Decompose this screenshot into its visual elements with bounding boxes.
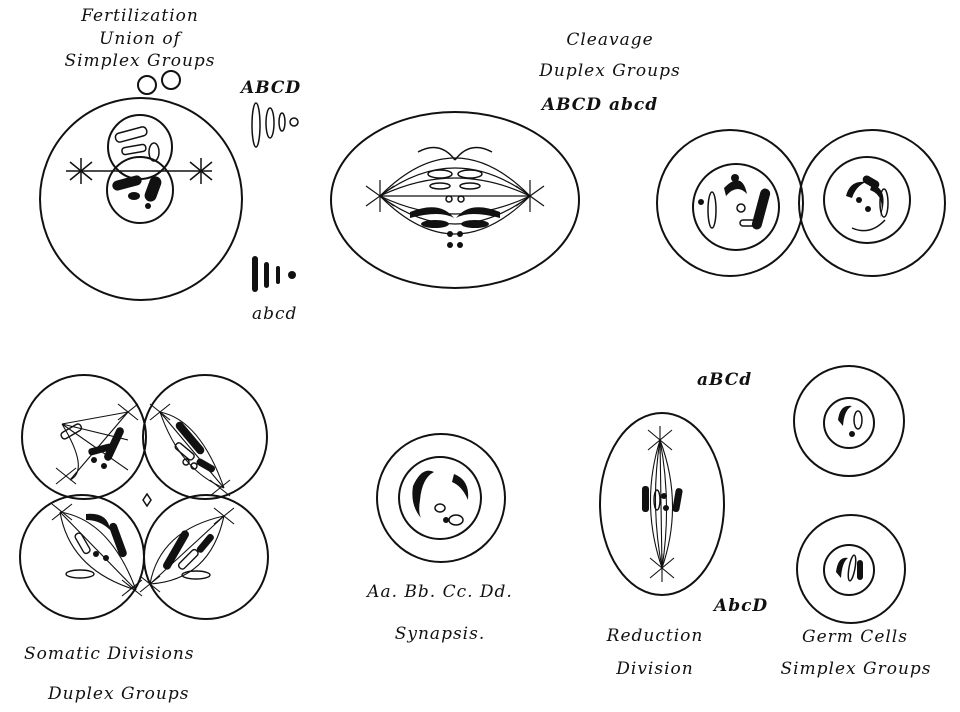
polar-body [137,75,157,95]
synapsis-gene-pairs: Aa. Bb. Cc. Dd. [367,582,513,602]
two-cell-stage [656,129,946,277]
germ-cells-subtitle: Simplex Groups [780,659,932,679]
female-pronucleus [106,156,174,224]
fertilization-subtitle-2: Simplex Groups [64,51,216,71]
reduction-lower-gene-set: AbcD [714,596,769,616]
cleavage-gene-sets: ABCD abcd [541,95,659,115]
aster [69,158,213,184]
germ-cell-upper [793,365,905,477]
reduction-title: Reduction [606,626,704,646]
cleavage-cell [330,111,580,289]
somatic-title: Somatic Divisions [24,644,195,664]
germ-cells-title: Germ Cells [802,627,908,647]
cleavage-title: Cleavage [566,30,654,50]
synapsis-title: Synapsis. [394,624,486,644]
cleavage-subtitle: Duplex Groups [539,61,681,81]
fertilization-egg [39,70,243,301]
polar-body [161,70,181,90]
nucleus [823,156,911,244]
four-cell-stage [19,374,269,620]
male-pronucleus [107,114,173,180]
synapsis-cell [376,433,506,563]
reduction-upper-gene-set: aBCd [697,370,753,390]
nucleus [398,456,482,540]
germ-cell-lower [796,514,906,624]
simplex-group-light [251,102,299,148]
simplex-group-dark [252,256,296,292]
reduction-subtitle: Division [616,659,694,679]
fertilization-title: Fertilization [81,6,199,26]
fertilization-subtitle: Union of [99,29,181,49]
dark-chromosomes [112,175,162,209]
reduction-cell [599,412,725,596]
lower-gene-set-label: abcd [252,304,298,324]
upper-gene-set-label: ABCD [241,78,302,98]
nucleus [692,163,780,251]
cleavage-dark-chromosomes [410,207,500,248]
somatic-subtitle: Duplex Groups [48,684,190,704]
